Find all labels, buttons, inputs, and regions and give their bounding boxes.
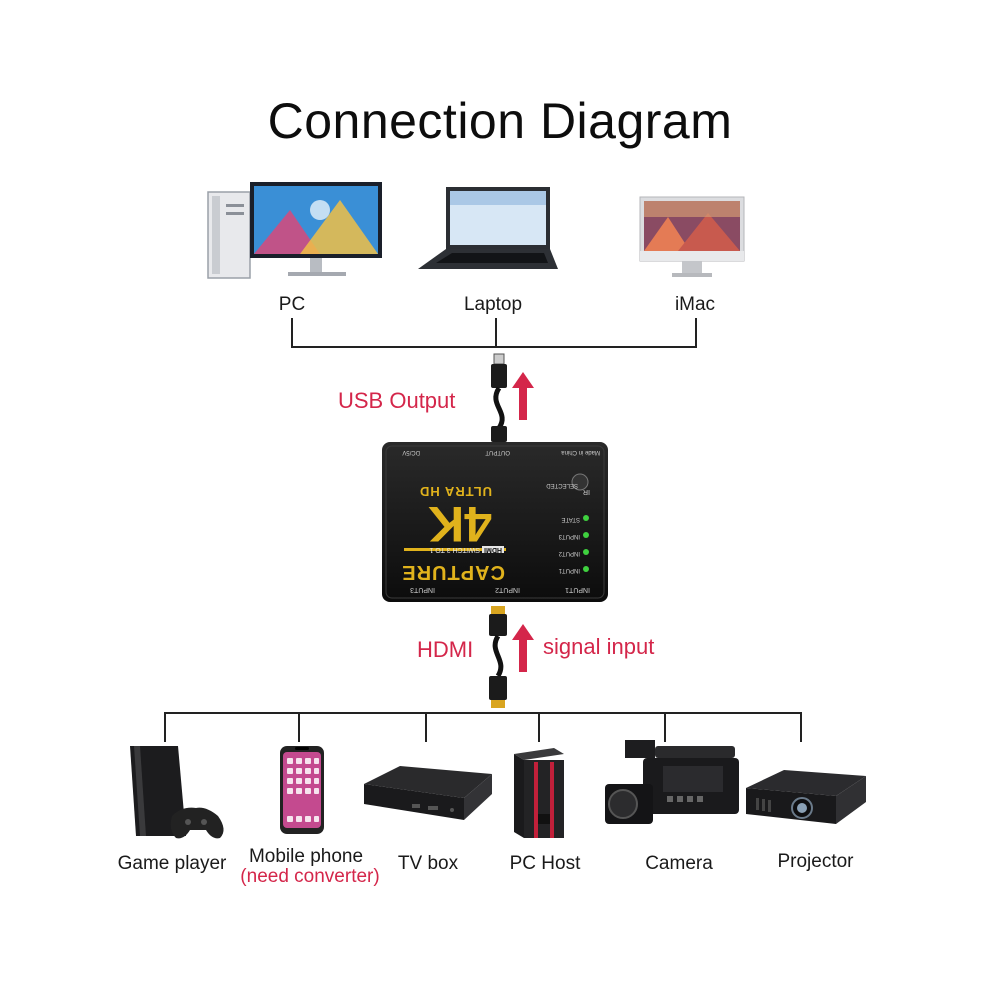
usb-cable-icon <box>491 353 507 442</box>
box-brand-capture: CAPTURE <box>401 561 505 583</box>
device-label-mobile-phone: Mobile phone <box>248 846 364 867</box>
drop-line-5 <box>664 712 666 742</box>
pc-tower-icon <box>514 748 564 838</box>
top-branch-line <box>291 346 697 348</box>
device-label-tv-box: TV box <box>397 853 459 874</box>
box-ir-label: IR <box>583 488 590 495</box>
mobile-phone-icon <box>280 746 324 834</box>
led-label-input2: INPUT2 <box>558 550 580 556</box>
pc-monitor-icon <box>207 182 382 279</box>
usb-output-label: USB Output <box>338 388 456 413</box>
drop-line-1 <box>164 712 166 742</box>
output-port-label: OUTPUT <box>485 449 510 455</box>
box-ultra-hd: ULTRA HD <box>419 484 492 499</box>
box-4k: 4K <box>428 496 492 552</box>
drop-line-3 <box>425 712 427 742</box>
port-label-input1: INPUT1 <box>565 586 590 593</box>
led-label-state: STATE <box>561 516 580 522</box>
capture-switch-box <box>382 442 608 602</box>
projector-icon <box>746 770 866 824</box>
dc-port-label: DC/5V <box>402 449 420 455</box>
made-in-label: Made in China <box>561 449 600 455</box>
drop-line-6 <box>800 712 802 742</box>
laptop-drop-line <box>495 318 497 348</box>
box-text-layer: INPUT1 INPUT2 INPUT3 CAPTURE HDMI SWITCH… <box>380 440 610 605</box>
pc-drop-line <box>291 318 293 348</box>
signal-input-label: signal input <box>543 634 655 659</box>
bottom-branch-line <box>164 712 800 714</box>
arrow-up-icon <box>512 372 534 420</box>
imac-drop-line <box>695 318 697 348</box>
device-label-game-player: Game player <box>117 853 227 874</box>
device-label-laptop: Laptop <box>463 294 523 315</box>
drop-line-2 <box>298 712 300 742</box>
drop-line-4 <box>538 712 540 742</box>
device-label-pc: PC <box>278 294 306 315</box>
hdmi-label: HDMI <box>417 637 474 662</box>
hdmi-cable-icon <box>489 606 507 708</box>
laptop-icon <box>418 187 558 269</box>
device-label-projector: Projector <box>777 851 854 872</box>
box-selected-label: SELECTED <box>546 482 578 488</box>
camcorder-icon <box>605 740 739 824</box>
tv-box-icon <box>364 766 492 820</box>
device-label-pc-host: PC Host <box>509 853 581 874</box>
game-console-icon <box>130 746 224 839</box>
arrow-up-icon-2 <box>512 624 534 672</box>
page-title: Connection Diagram <box>267 93 733 149</box>
imac-icon <box>639 196 745 277</box>
led-label-input1: INPUT1 <box>558 567 580 573</box>
port-label-input3: INPUT3 <box>410 586 435 593</box>
led-label-input3: INPUT3 <box>558 533 580 539</box>
port-label-input2: INPUT2 <box>495 586 520 593</box>
device-label-camera: Camera <box>645 853 713 874</box>
device-label-imac: iMac <box>674 294 716 315</box>
device-note-need-converter: (need converter) <box>240 866 380 887</box>
